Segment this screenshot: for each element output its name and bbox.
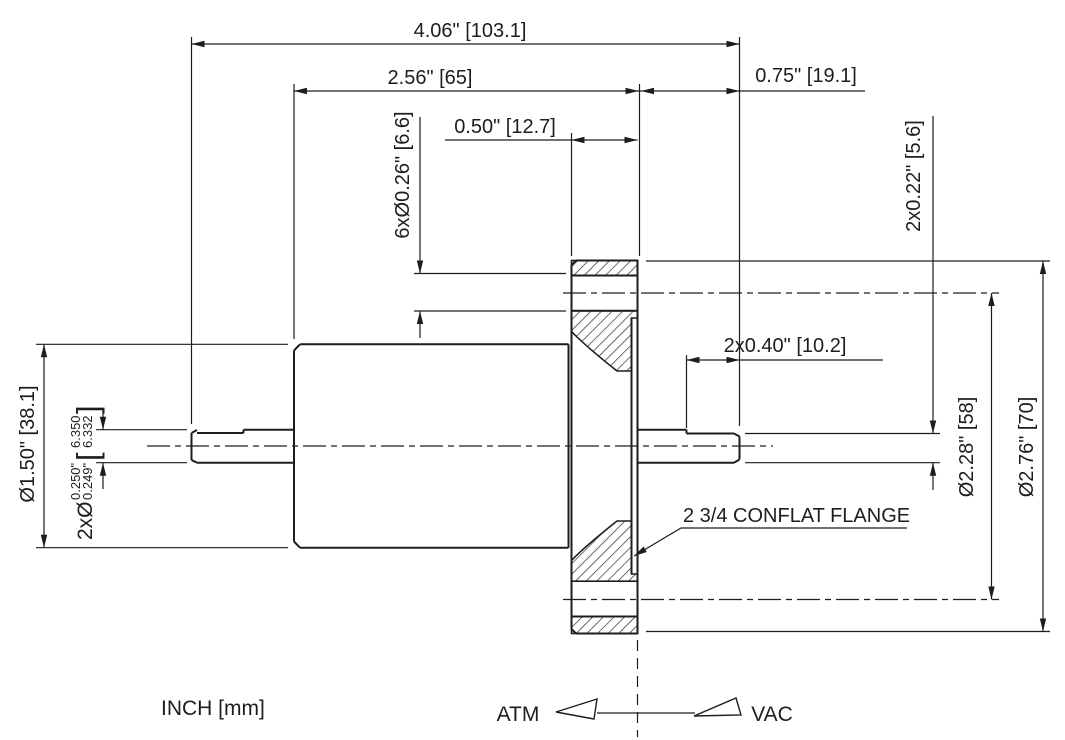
dim-body-to-flange-face: 2.56" [65]: [293, 67, 865, 339]
vac-label: VAC: [751, 703, 793, 726]
dim-flange-face-to-tip: 0.75" [19.1]: [641, 65, 857, 95]
dim-flat-height-text: 2x0.22" [5.6]: [903, 120, 925, 232]
dim-bolt-circle-diameter: Ø2.28" [58]: [956, 293, 995, 600]
atm-label: ATM: [497, 703, 540, 726]
dim-bolt-holes-text: 6xØ0.26" [6.6]: [392, 111, 414, 238]
dim-flange-diameter-text: Ø2.76" [70]: [1016, 397, 1038, 498]
dim-bolt-circle-text: Ø2.28" [58]: [956, 397, 978, 498]
flange-rim-section-top: [570, 259, 639, 277]
flange-section-upper: [570, 310, 639, 372]
svg-text:0.249": 0.249": [80, 462, 95, 500]
svg-text:2xØ: 2xØ: [74, 501, 97, 540]
dim-flange-thickness: 0.50" [12.7]: [445, 116, 638, 256]
part-outline: [190, 259, 741, 635]
flange-section-lower: [570, 520, 639, 582]
dim-body-diameter-text: Ø1.50" [38.1]: [17, 385, 39, 502]
flange-callout-text: 2 3/4 CONFLAT FLANGE: [683, 505, 910, 527]
dim-overall-length-text: 4.06" [103.1]: [414, 20, 527, 42]
dim-shaft-flat-height: 2x0.22" [5.6]: [745, 116, 940, 490]
svg-text:[: [: [70, 452, 105, 461]
right-shaft: [638, 428, 741, 464]
svg-text:0.250": 0.250": [68, 462, 83, 500]
dim-shaft-flat-length: 2x0.40" [10.2]: [685, 335, 883, 428]
flange-rim-section-bottom: [570, 615, 639, 635]
dim-bolt-holes: 6xØ0.26" [6.6]: [392, 111, 566, 338]
svg-text:]: ]: [70, 405, 105, 414]
atm-pennant-icon: [555, 697, 598, 720]
dim-face-to-tip-text: 0.75" [19.1]: [755, 65, 857, 87]
dim-body-diameter: Ø1.50" [38.1]: [17, 343, 288, 549]
body-cylinder: [293, 343, 570, 549]
svg-text:6.332: 6.332: [80, 415, 95, 448]
svg-text:6.350: 6.350: [68, 415, 83, 448]
left-shaft: [190, 428, 294, 464]
dim-shaft-diameter: 2xØ 0.250" 0.249" [ 6.350 6.332 ]: [68, 405, 187, 540]
dim-shaft-diameter-text: 2xØ 0.250" 0.249" [ 6.350 6.332 ]: [68, 405, 105, 540]
vac-pennant-icon: [693, 697, 742, 717]
dim-flange-thickness-text: 0.50" [12.7]: [454, 116, 556, 138]
dim-flange-diameter: Ø2.76" [70]: [646, 260, 1050, 633]
atm-vac-indicator: ATM VAC: [497, 697, 793, 726]
dim-overall-length: 4.06" [103.1]: [190, 20, 741, 426]
dim-body-to-flange-text: 2.56" [65]: [388, 67, 473, 89]
conflat-flange: [570, 259, 639, 635]
centerlines: [147, 292, 999, 737]
units-note: INCH [mm]: [161, 697, 265, 720]
dim-flat-length-text: 2x0.40" [10.2]: [724, 335, 847, 357]
flange-callout: 2 3/4 CONFLAT FLANGE: [632, 505, 910, 559]
units-note-text: INCH [mm]: [161, 697, 265, 720]
